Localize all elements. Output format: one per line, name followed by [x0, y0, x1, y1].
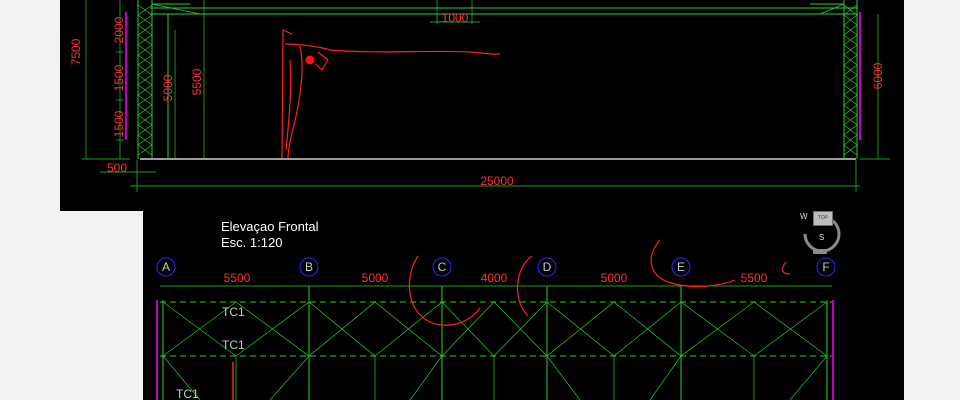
- dim-2000-label: 2000: [112, 16, 126, 43]
- dim-1000-lines: [430, 0, 480, 24]
- grid-label-b: B: [305, 260, 313, 274]
- elevation-front-drawing: Elevaçao Frontal Esc. 1:120 A B C D E F …: [156, 219, 836, 400]
- drawing-scale: Esc. 1:120: [221, 235, 282, 250]
- span-dim-d-e: 5000: [601, 271, 628, 285]
- truss-label-3: TC1: [176, 387, 199, 400]
- cad-viewport-bottom[interactable]: Elevaçao Frontal Esc. 1:120 A B C D E F …: [143, 211, 904, 400]
- dim-1000-label: 1000: [442, 11, 469, 25]
- truss-label-2: TC1: [222, 338, 245, 352]
- viewcube-south[interactable]: S: [819, 233, 825, 242]
- bottom-dimension-lines: [100, 160, 860, 192]
- grid-label-e: E: [677, 260, 685, 274]
- dim-6000-label: 6000: [871, 62, 885, 89]
- dim-1500-upper-label: 1500: [112, 64, 126, 91]
- drawing-title: Elevaçao Frontal: [221, 219, 319, 234]
- markup-scribble: [281, 29, 501, 159]
- grid-label-c: C: [438, 260, 447, 274]
- dim-7500-label: 7500: [69, 38, 83, 65]
- viewcube[interactable]: W TOP S: [799, 211, 845, 257]
- dim-5000-label: 5000: [161, 74, 175, 101]
- viewcube-top-label: TOP: [817, 215, 829, 221]
- span-dim-b-c: 5000: [362, 271, 389, 285]
- left-lattice-column: [137, 0, 201, 159]
- dim-5500-label: 5500: [190, 68, 204, 95]
- grid-bubbles: [156, 257, 836, 277]
- span-dim-a-b: 5500: [224, 271, 251, 285]
- grid-label-d: D: [543, 260, 552, 274]
- viewcube-home-button[interactable]: [813, 249, 827, 254]
- front-columns: [156, 286, 834, 400]
- grid-label-a: A: [162, 260, 170, 274]
- span-dim-e-f: 5500: [741, 271, 768, 285]
- truss-label-1: TC1: [222, 305, 245, 319]
- markup-brackets: [408, 239, 791, 326]
- elevation-side-drawing: 1000 7500 2000 1500 1500 5000 5500 6000 …: [69, 0, 890, 192]
- viewcube-west[interactable]: W: [800, 212, 808, 221]
- dim-500-label: 500: [107, 161, 127, 175]
- viewcube-top-face[interactable]: TOP: [813, 211, 833, 226]
- grid-label-f: F: [822, 260, 829, 274]
- cad-viewport-top[interactable]: 1000 7500 2000 1500 1500 5000 5500 6000 …: [60, 0, 904, 211]
- left-dimension-lines: [82, 0, 205, 160]
- markup-dot: [305, 55, 315, 65]
- right-lattice-column: [810, 0, 858, 159]
- dim-25000-label: 25000: [480, 174, 514, 188]
- dim-1500-lower-label: 1500: [112, 110, 126, 137]
- span-dim-c-d: 4000: [481, 271, 508, 285]
- truss-diagonals: [162, 301, 828, 400]
